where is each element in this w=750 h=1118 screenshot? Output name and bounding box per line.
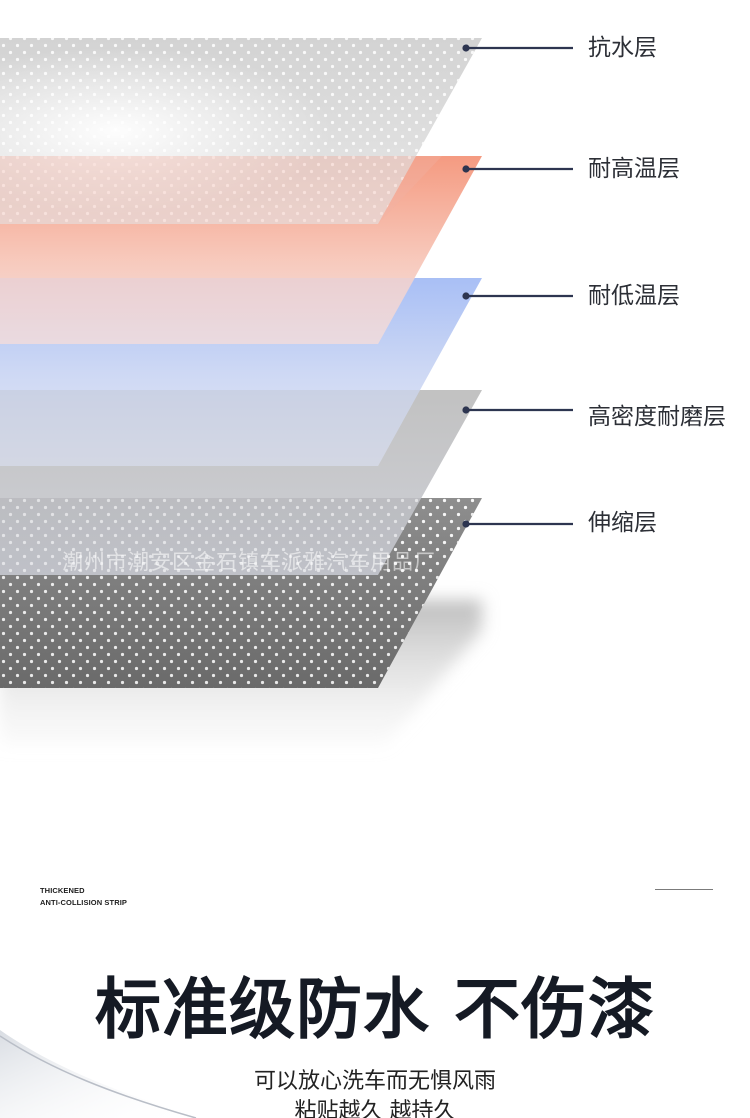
callout-stretch xyxy=(462,520,573,528)
layer-label-low-temp: 耐低温层 xyxy=(588,283,680,309)
feature-section xyxy=(0,800,750,1118)
callout-wear xyxy=(462,406,573,414)
layer-label-stretch: 伸缩层 xyxy=(588,510,657,536)
feature-headline: 标准级防水 不伤漆 xyxy=(95,971,655,1048)
callout-low-temp xyxy=(462,292,573,300)
layer-label-high-temp: 耐高温层 xyxy=(588,156,680,182)
decorative-rule xyxy=(655,889,713,890)
layer-water xyxy=(0,38,482,224)
shop-watermark: 潮州市潮安区金石镇车派雅汽车用品厂（个体工商户） xyxy=(62,550,590,574)
callout-high-temp xyxy=(462,165,573,173)
layer-label-water: 抗水层 xyxy=(588,35,657,61)
car-body-silhouette xyxy=(0,1030,200,1118)
layer-label-wear: 高密度耐磨层 xyxy=(588,404,726,430)
feature-subline-1: 可以放心洗车而无惧风雨 xyxy=(253,1069,496,1094)
feature-tag-line-2: ANTI-COLLISION STRIP xyxy=(40,898,127,907)
feature-tag-line-1: THICKENED xyxy=(40,886,85,895)
feature-subline-2: 粘贴越久 越持久 xyxy=(294,1099,456,1118)
callout-water xyxy=(462,44,573,52)
layer-structure-diagram xyxy=(0,38,573,745)
